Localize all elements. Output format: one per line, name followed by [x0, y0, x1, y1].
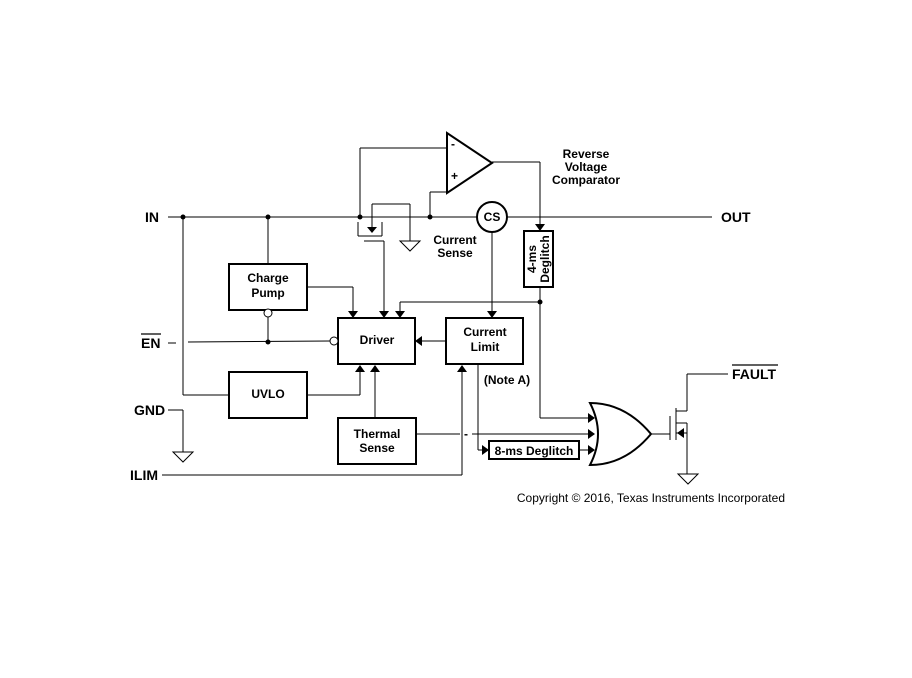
- thermal-sense-line2: Sense: [359, 441, 395, 455]
- comparator-label-line1: Reverse: [563, 147, 610, 161]
- cs-circle: CS: [476, 201, 508, 233]
- comparator-minus-label: -: [451, 137, 455, 151]
- cs-label: CS: [484, 210, 501, 224]
- comparator-label-line3: Comparator: [552, 173, 620, 187]
- current-limit-line2: Limit: [471, 340, 500, 354]
- deglitch-4ms-block: 4-ms Deglitch: [523, 230, 554, 288]
- pin-ilim-label: ILIM: [130, 467, 158, 483]
- ground-symbols: [171, 240, 700, 485]
- deglitch-4ms-line2: Deglitch: [538, 235, 552, 282]
- junction-dots: [180, 214, 543, 345]
- charge-pump-line2: Pump: [251, 286, 284, 300]
- charge-pump-inverter-bubble: [263, 308, 273, 318]
- fault-fet-ground-icon: [676, 473, 700, 485]
- deglitch-8ms-block: 8-ms Deglitch: [488, 440, 580, 460]
- uvlo-label: UVLO: [251, 387, 284, 401]
- pin-gnd-label: GND: [134, 402, 165, 418]
- current-limit-block: Current Limit: [445, 317, 524, 365]
- pin-fault-label: FAULT: [732, 366, 777, 382]
- current-limit-line1: Current: [463, 325, 506, 339]
- deglitch-4ms-line1: 4-ms: [525, 245, 539, 273]
- charge-pump-line1: Charge: [247, 271, 289, 285]
- current-sense-line2: Sense: [437, 246, 473, 260]
- reverse-voltage-comparator-label: Reverse Voltage Comparator: [552, 147, 620, 187]
- comparator-plus-label: +: [451, 169, 458, 183]
- comparator-label-line2: Voltage: [565, 160, 608, 174]
- current-sense-ground-icon: [398, 240, 422, 252]
- pin-en-label: EN: [141, 335, 160, 351]
- wires: [162, 147, 728, 476]
- reverse-voltage-comparator: - +: [446, 131, 494, 195]
- uvlo-block: UVLO: [228, 371, 308, 419]
- arrowheads: [348, 224, 684, 455]
- deglitch-8ms-label: 8-ms Deglitch: [495, 444, 574, 458]
- thermal-sense-line1: Thermal: [354, 427, 401, 441]
- note-a-label: (Note A): [484, 373, 530, 387]
- current-sense-label: Current Sense: [433, 233, 476, 260]
- pin-in-label: IN: [145, 209, 159, 225]
- driver-block: Driver: [337, 317, 416, 365]
- pin-out-label: OUT: [721, 209, 751, 225]
- charge-pump-block: Charge Pump: [228, 263, 308, 311]
- thermal-dash-label: -: [464, 427, 468, 441]
- copyright-text: Copyright © 2016, Texas Instruments Inco…: [517, 491, 785, 505]
- thermal-sense-block: Thermal Sense: [337, 417, 417, 465]
- driver-label: Driver: [360, 333, 395, 347]
- driver-en-inverter-bubble: [329, 336, 339, 346]
- gnd-pin-ground-icon: [171, 451, 195, 463]
- or-gate: [588, 401, 653, 467]
- current-sense-line1: Current: [433, 233, 476, 247]
